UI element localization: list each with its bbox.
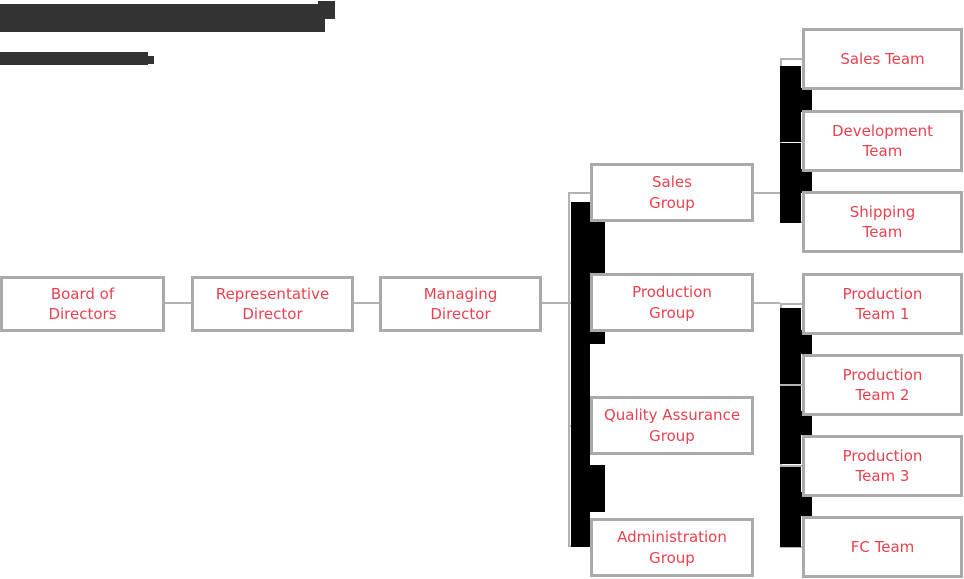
connector-trunk-to-production-team-3 (780, 465, 804, 467)
redacted-title-block-tail (318, 1, 335, 19)
node-production-team-2-line1: Production (842, 365, 923, 384)
redaction-bar-trunk-groups-4 (571, 465, 605, 512)
node-board-line1: Board of (50, 284, 115, 303)
trunk-groups-vertical (568, 192, 570, 545)
node-shipping-team-line1: Shipping (849, 202, 916, 221)
node-quality-assurance-group-line2: Group (649, 426, 695, 445)
node-production-team-2-line2: Team 2 (855, 386, 910, 404)
connector-trunk-to-production-team-2 (780, 384, 804, 386)
node-development-team[interactable]: Development Team (802, 110, 963, 172)
node-managing-director-line1: Managing (423, 284, 498, 303)
node-board-line2: Directors (48, 305, 117, 323)
node-representative-director[interactable]: Representative Director (191, 276, 354, 332)
node-administration-group-line1: Administration (617, 528, 727, 547)
node-shipping-team[interactable]: Shipping Team (802, 191, 963, 253)
node-production-group[interactable]: Production Group (590, 273, 754, 332)
connector-trunk-to-fc-team (780, 546, 804, 548)
node-production-team-1-line1: Production (842, 284, 923, 303)
node-administration-group-line2: Group (649, 548, 695, 567)
node-sales-group-line2: Group (649, 193, 695, 212)
connector-trunk-to-production-team-1 (780, 303, 804, 305)
redaction-bar-trunk-groups-3 (571, 322, 590, 547)
connector-representative-to-managing-director (353, 302, 380, 304)
node-production-team-2[interactable]: Production Team 2 (802, 354, 963, 416)
node-quality-assurance-group[interactable]: Quality Assurance Group (590, 396, 754, 455)
redaction-bar-trunk-sales-teams-4 (780, 169, 812, 193)
node-production-group-line1: Production (632, 283, 712, 302)
node-sales-group[interactable]: Sales Group (590, 163, 754, 222)
connector-trunk-to-sales-team (780, 58, 804, 60)
connector-sales-group-to-trunk (753, 192, 780, 194)
node-production-team-1-line2: Team 1 (855, 305, 910, 323)
redacted-title-block (0, 4, 325, 32)
node-sales-group-line1: Sales (652, 173, 692, 192)
node-sales-team-line1: Sales Team (840, 49, 925, 68)
connector-managing-director-to-trunk (541, 302, 569, 304)
node-sales-team[interactable]: Sales Team (802, 28, 963, 90)
connector-trunk-to-sales-group (568, 192, 592, 194)
node-representative-director-line1: Representative (215, 284, 330, 303)
node-fc-team[interactable]: FC Team (802, 516, 963, 578)
node-administration-group[interactable]: Administration Group (590, 518, 754, 577)
node-shipping-team-line2: Team (862, 223, 903, 241)
redacted-subtitle-dot (148, 56, 154, 64)
node-board-of-directors[interactable]: Board of Directors (0, 276, 165, 332)
node-fc-team-line1: FC Team (850, 537, 915, 556)
redacted-subtitle-block (0, 52, 148, 65)
node-managing-director-line2: Director (430, 305, 491, 323)
connector-production-group-to-trunk (753, 302, 780, 304)
node-production-team-3[interactable]: Production Team 3 (802, 435, 963, 497)
node-development-team-line1: Development (832, 121, 933, 140)
node-representative-director-line2: Director (242, 305, 303, 323)
node-production-team-3-line1: Production (842, 446, 923, 465)
node-production-team-1[interactable]: Production Team 1 (802, 273, 963, 335)
node-managing-director[interactable]: Managing Director (379, 276, 542, 332)
node-production-group-line2: Group (649, 303, 695, 322)
node-production-team-3-line2: Team 3 (855, 467, 910, 485)
redaction-bar-trunk-sales-teams-2 (780, 88, 812, 112)
node-quality-assurance-group-line1: Quality Assurance (603, 406, 741, 425)
node-development-team-line2: Team (862, 142, 903, 160)
connector-board-to-representative-director (164, 302, 192, 304)
